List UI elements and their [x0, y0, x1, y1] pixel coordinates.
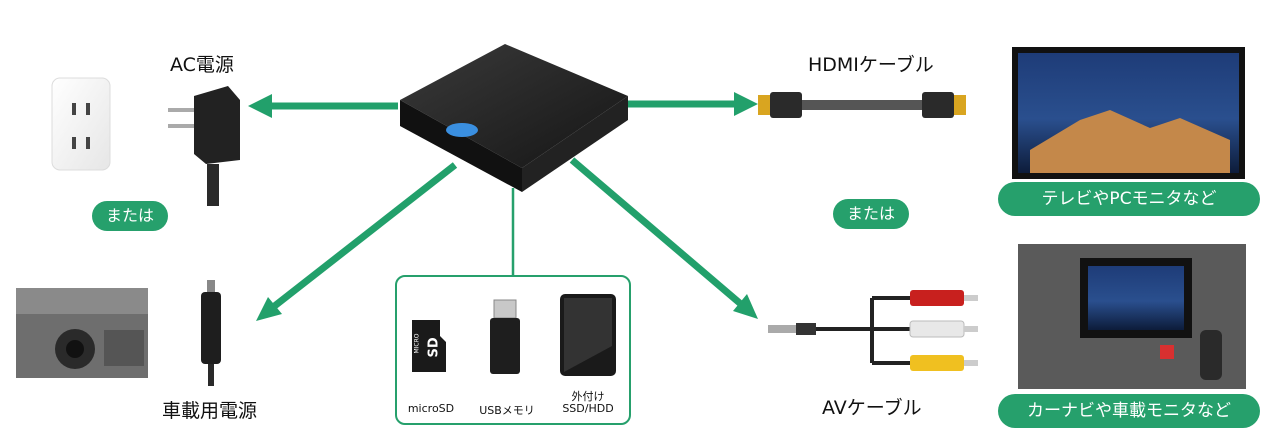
usb-stick-icon	[490, 299, 520, 374]
tv-badge: テレビやPCモニタなど	[998, 182, 1260, 216]
external-label-bottom: SSD/HDD	[562, 402, 614, 415]
car-plug-icon	[201, 280, 221, 386]
hdmi-cable-icon	[758, 92, 966, 118]
av-cable-icon	[768, 290, 978, 371]
car-power-label: 車載用電源	[162, 400, 258, 422]
av-cable-label: AVケーブル	[822, 397, 922, 419]
media-player-device	[400, 44, 628, 192]
external-label-top: 外付け	[571, 390, 605, 403]
hdmi-cable-label: HDMIケーブル	[808, 54, 934, 76]
led-icon	[446, 123, 478, 137]
microsd-label: microSD	[407, 402, 455, 415]
ac-adapter-icon	[168, 86, 240, 206]
external-drive-icon	[560, 294, 616, 376]
arrow-to-av	[569, 157, 758, 319]
arrow-to-car-power	[256, 162, 458, 321]
ac-power-label: AC電源	[170, 54, 234, 76]
arrow-to-hdmi	[625, 92, 758, 116]
usb-memory-label: USBメモリ	[479, 404, 535, 417]
micro-text: MICRO	[413, 333, 421, 354]
sd-card-text: SD	[426, 337, 442, 358]
or-badge-right: または	[833, 199, 909, 229]
tv-icon	[1012, 47, 1245, 179]
car-monitor-badge: カーナビや車載モニタなど	[998, 394, 1260, 428]
car-socket-icon	[16, 288, 148, 378]
car-monitor-icon	[1018, 244, 1246, 389]
or-badge-left: または	[92, 201, 168, 231]
arrow-to-ac-power	[248, 94, 398, 118]
microsd-card-icon	[412, 320, 446, 372]
wall-outlet-icon	[51, 77, 111, 171]
storage-options-box	[395, 275, 631, 425]
